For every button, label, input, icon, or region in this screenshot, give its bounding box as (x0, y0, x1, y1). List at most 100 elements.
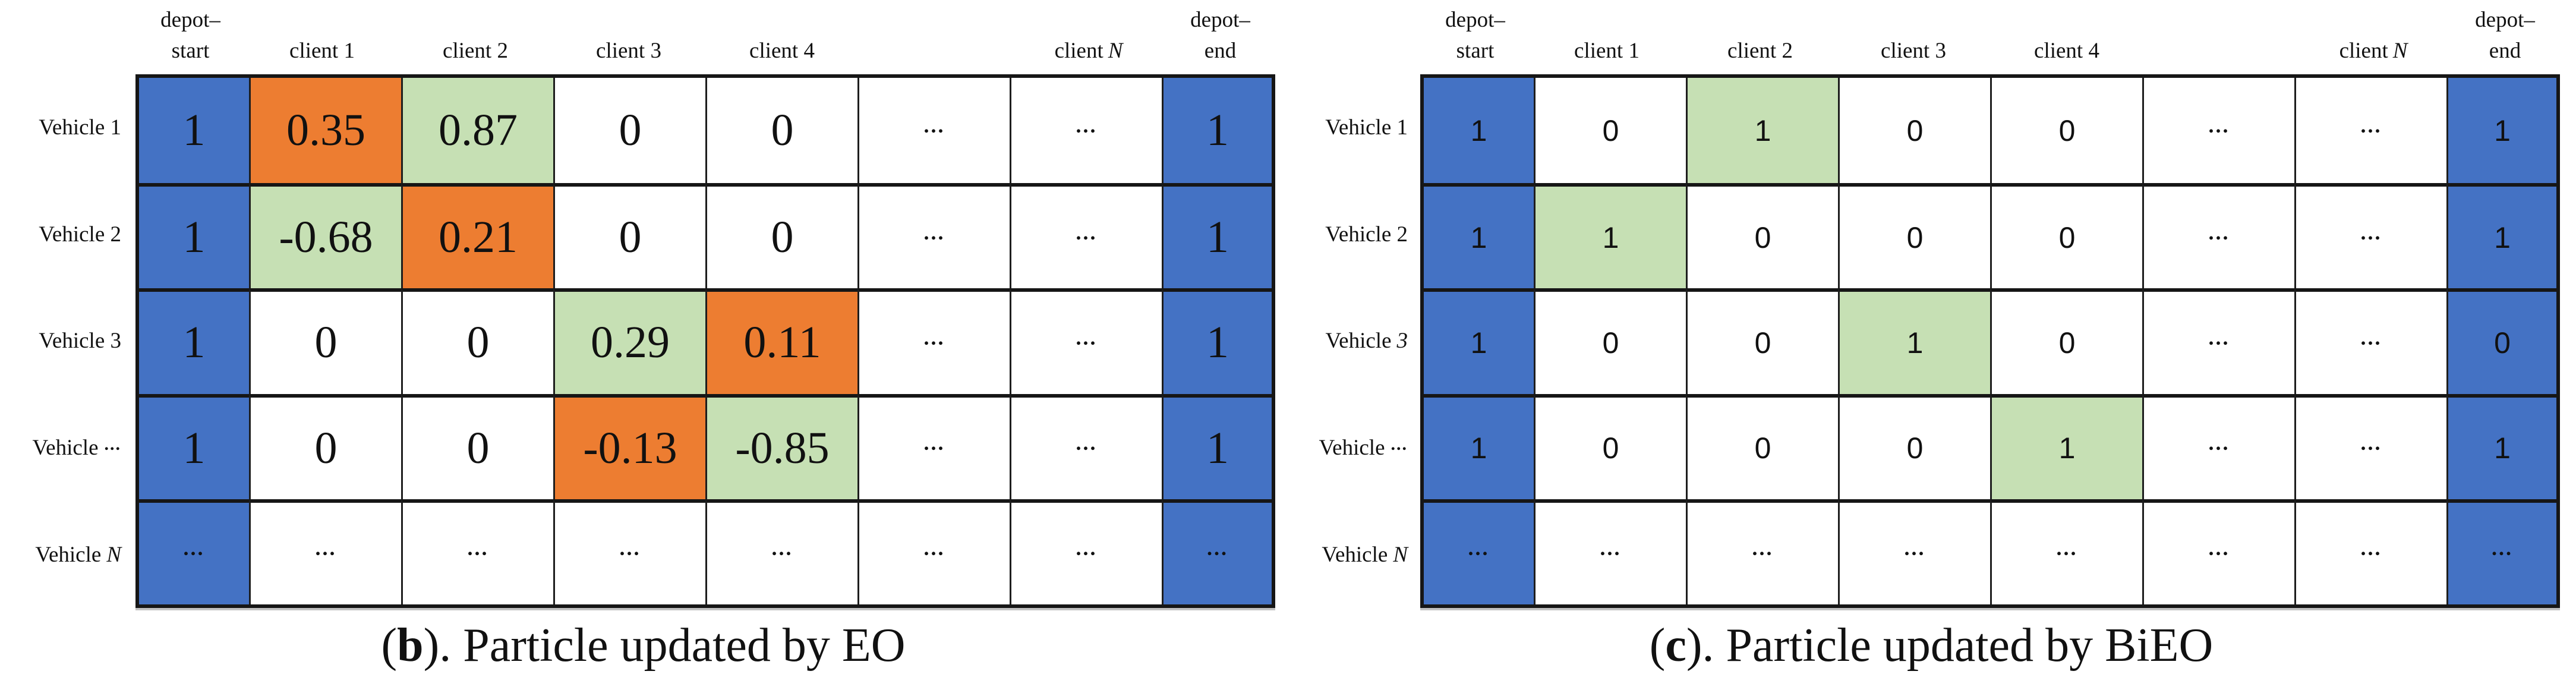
cell-value: ... (467, 536, 489, 560)
matrix-cell: 0 (553, 78, 705, 184)
matrix-cell: 0 (1686, 393, 1838, 499)
column-header-label: client 3 (596, 39, 661, 64)
row-label: Vehicle 3 (0, 288, 135, 395)
caption-suffix: ). Particle updated by BiEO (1686, 619, 2214, 672)
cell-value: -0.68 (279, 212, 373, 263)
cell-value: 0 (1754, 431, 1771, 465)
matrix-cell: ... (1010, 78, 1162, 184)
cell-value: ... (771, 536, 793, 560)
column-header-label: end (1204, 39, 1237, 64)
matrix-cell: 0 (249, 288, 401, 394)
cell-value: 0 (314, 317, 338, 368)
row-label-text: Vehicle (35, 542, 102, 567)
matrix-cell: -0.13 (553, 393, 705, 499)
row-label: Vehicle... (0, 395, 135, 502)
cell-value: ... (1076, 536, 1098, 560)
cell-value: ... (2208, 325, 2230, 349)
caption-bieo: (c). Particle updated by BiEO (1287, 617, 2576, 688)
cell-value: 1 (2494, 431, 2511, 465)
cell-value: 1 (1906, 326, 1924, 360)
matrix-cell: 0 (401, 288, 553, 394)
cell-value: ... (923, 325, 945, 349)
matrix-cell: ... (857, 288, 1010, 394)
cell-value: ... (923, 220, 945, 244)
matrix-cell: 0 (249, 393, 401, 499)
cell-value: 0 (2494, 326, 2511, 360)
matrix-cell: ... (401, 499, 553, 604)
matrix-cell: 1 (2446, 183, 2556, 289)
matrix-cell: 0 (1534, 78, 1686, 184)
cell-value: ... (2208, 430, 2230, 455)
cell-value: ... (2056, 536, 2078, 560)
matrix-cell: 1 (139, 183, 249, 289)
row-label: Vehicle 1 (0, 74, 135, 181)
cell-value: 1 (182, 212, 206, 263)
cell-value: 0 (2058, 220, 2076, 254)
row-label: Vehicle 2 (0, 181, 135, 288)
cell-value: 0 (466, 317, 490, 368)
column-header-3: client 2 (1683, 0, 1837, 74)
row-label-text: Vehicle 2 (39, 222, 121, 247)
row-label-text: Vehicle (1319, 436, 1385, 461)
cell-value: 0 (771, 105, 794, 156)
cell-value: 1 (1754, 114, 1771, 147)
matrix-cell: 0 (1990, 183, 2142, 289)
caption-prefix: ( (381, 619, 398, 672)
matrix-cell: ... (857, 393, 1010, 499)
cell-value: 0.21 (439, 212, 518, 263)
column-header-6 (2143, 0, 2297, 74)
cell-value: 1 (1470, 220, 1487, 254)
matrix-cell: ... (1534, 499, 1686, 604)
column-header-label: client 2 (1727, 39, 1793, 64)
matrix-cell: ... (139, 499, 249, 604)
matrix-cell: 0 (1534, 393, 1686, 499)
cell-value: 0.29 (591, 317, 670, 368)
cell-value: ... (923, 536, 945, 560)
column-header-label: client 1 (289, 39, 355, 64)
row-label-text: Vehicle 1 (1325, 115, 1408, 140)
matrix-cell: ... (1010, 393, 1162, 499)
cell-value: 0 (619, 105, 642, 156)
cell-value: 0 (1602, 326, 1619, 360)
cell-value: 0 (2058, 326, 2076, 360)
matrix-cell: 1 (1838, 288, 1990, 394)
matrix-cell: ... (1838, 499, 1990, 604)
cell-value: 0 (1754, 326, 1771, 360)
matrix-cell: ... (2294, 499, 2446, 604)
cell-value: 0.11 (743, 317, 821, 368)
matrix-cell: ... (1010, 499, 1162, 604)
matrix-cell: 1 (1686, 78, 1838, 184)
cell-value: ... (2208, 536, 2230, 560)
column-header-2: client 1 (1530, 0, 1683, 74)
cell-value: 1 (1470, 326, 1487, 360)
matrix-cell: ... (2294, 183, 2446, 289)
row-label-text: Vehicle 3 (39, 329, 121, 354)
matrix-cell: ... (2294, 393, 2446, 499)
matrix-cell: ... (1686, 499, 1838, 604)
matrix-cell: ... (2294, 78, 2446, 184)
column-header-label: end (2489, 39, 2521, 64)
cell-value: ... (2360, 220, 2382, 244)
row-label-ellipsis: ... (1391, 434, 1408, 454)
matrix-cell: ... (2142, 393, 2294, 499)
cell-value: ... (923, 430, 945, 455)
column-header-label: client 3 (1881, 39, 1946, 64)
column-header-label: start (171, 39, 210, 64)
cell-value: ... (1468, 536, 1490, 560)
row-label-italic: 3 (1396, 329, 1408, 354)
row-label-text: Vehicle (1322, 542, 1388, 567)
column-header-label: start (1456, 39, 1494, 64)
cell-value: 0 (619, 212, 642, 263)
matrix-cell: 0 (705, 183, 857, 289)
matrix-cell: 1 (1162, 288, 1272, 394)
